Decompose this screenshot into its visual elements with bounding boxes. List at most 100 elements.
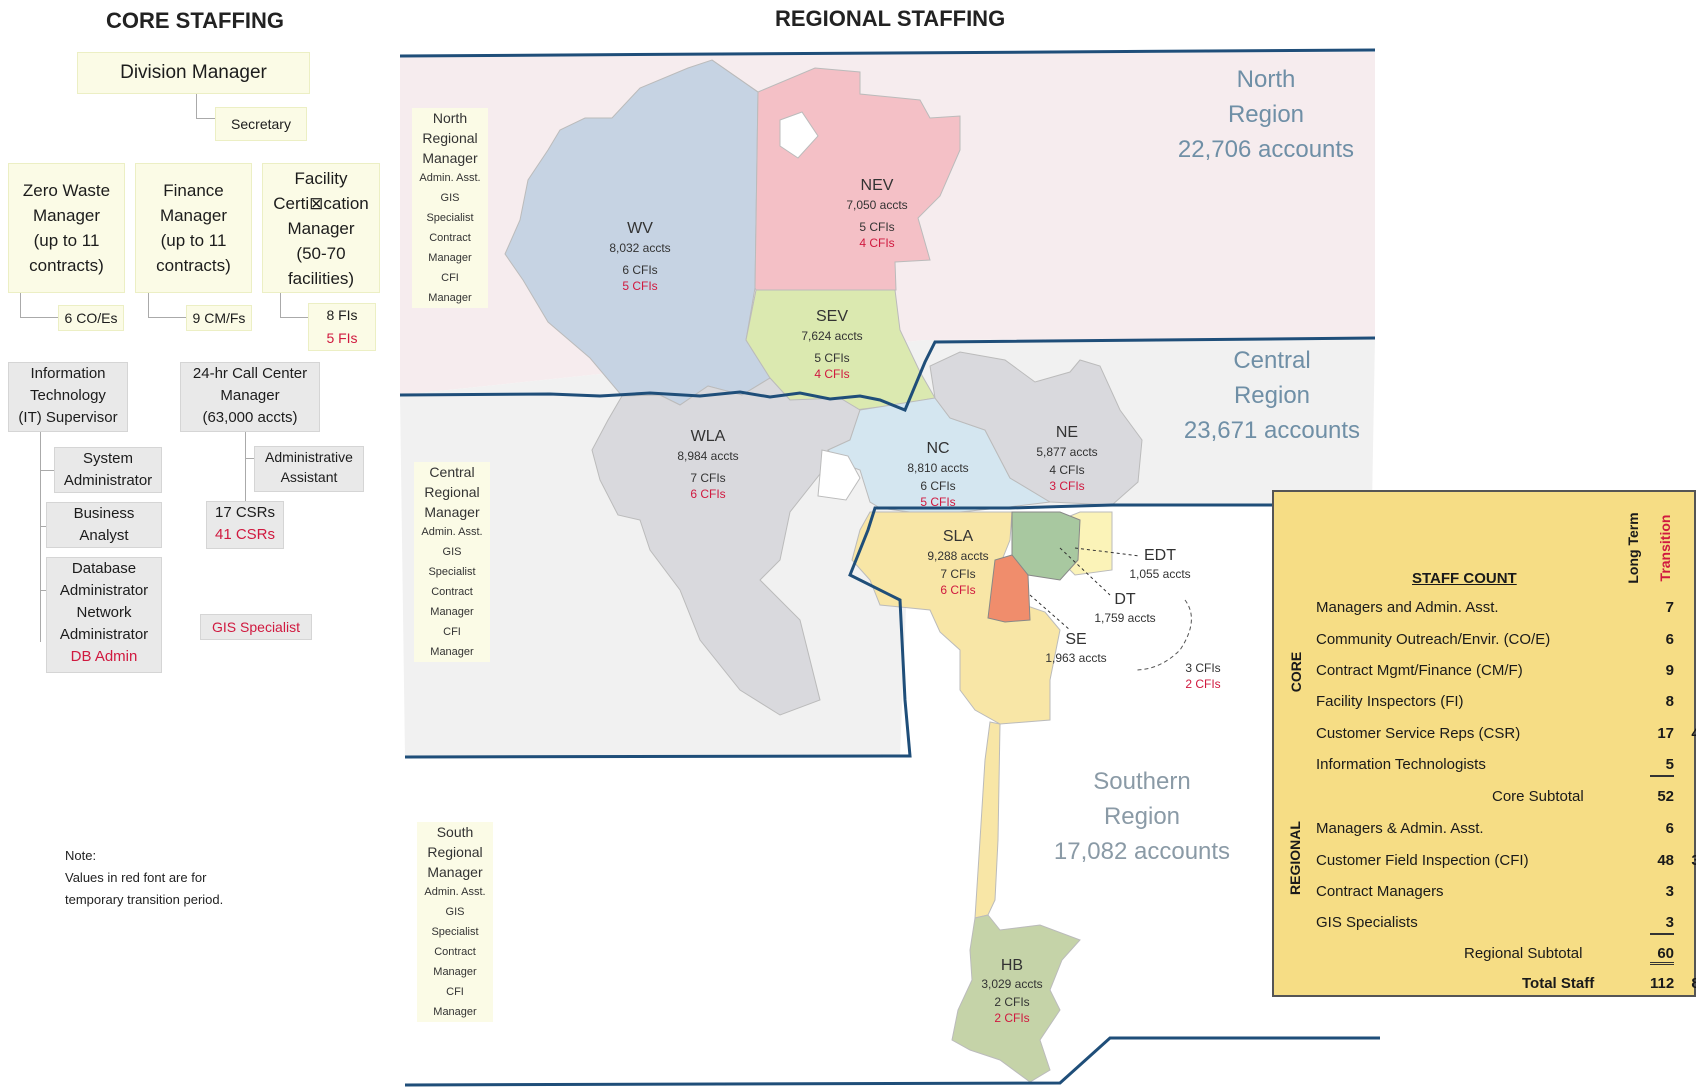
district-cfi-transition: 2 CFIs bbox=[994, 1011, 1030, 1025]
connector bbox=[148, 317, 188, 318]
core-staffing-heading: CORE STAFFING bbox=[106, 8, 285, 33]
transition-value: 1 bbox=[1678, 756, 1696, 773]
district-cfi-transition: 4 CFIs bbox=[859, 236, 895, 250]
staff-line: Central bbox=[429, 464, 475, 480]
staff-line: Manager bbox=[430, 606, 474, 618]
connector bbox=[280, 293, 281, 317]
row-label: Customer Service Reps (CSR) bbox=[1316, 725, 1521, 742]
nev-label: NEV 7,050 accts 5 CFIs 4 CFIs bbox=[827, 175, 927, 251]
core-section-label: CORE bbox=[1288, 651, 1305, 693]
se-pointer bbox=[1029, 594, 1071, 631]
fis-transition-count: 5 FIs bbox=[326, 330, 358, 346]
administrative-assistant-box: Administrative Assistant bbox=[254, 446, 364, 492]
south-regional-staff: South Regional Manager Admin. Asst. GIS … bbox=[417, 822, 493, 1022]
hb-label: HB 3,029 accts 2 CFIs 2 CFIs bbox=[962, 956, 1062, 1026]
facility-line: Certi⊠cation bbox=[273, 194, 369, 213]
table-row: Managers and Admin. Asst.7 bbox=[1316, 599, 1696, 627]
wla-district bbox=[591, 377, 861, 716]
table-row: Customer Field Inspection (CFI)4837 bbox=[1316, 852, 1696, 880]
staff-line: North bbox=[432, 110, 468, 126]
connector bbox=[196, 118, 216, 119]
district-accts: 7,624 accts bbox=[801, 329, 863, 343]
finance-line: contracts) bbox=[156, 256, 231, 275]
south-region-name: Region bbox=[1103, 803, 1181, 830]
long-term-value: 3 bbox=[1665, 883, 1674, 900]
district-cfi: 3 CFIs bbox=[1185, 661, 1221, 675]
table-row: GIS Specialists31 bbox=[1316, 914, 1696, 942]
district-cfi: 5 CFIs bbox=[814, 351, 850, 365]
staff-line: Manager bbox=[428, 292, 472, 304]
ne-district bbox=[929, 351, 1143, 506]
connector bbox=[196, 94, 197, 118]
north-central-boundary bbox=[399, 336, 1376, 412]
staff-line: Contract bbox=[431, 586, 473, 598]
transition-value: 5 bbox=[1678, 693, 1696, 710]
connector bbox=[40, 432, 41, 642]
downtown-cfi-label: 3 CFIs 2 CFIs bbox=[1178, 660, 1228, 692]
connector bbox=[40, 470, 54, 471]
staff-line: Specialist bbox=[428, 566, 476, 578]
district-accts: 8,810 accts bbox=[907, 461, 969, 475]
db-admin-transition: DB Admin bbox=[70, 648, 138, 665]
csr-transition-count: 41 CSRs bbox=[214, 526, 276, 543]
central-region-accounts: 23,671 accounts bbox=[1183, 417, 1361, 444]
district-name: WV bbox=[627, 220, 653, 237]
connector bbox=[245, 432, 246, 502]
district-accts: 8,032 accts bbox=[609, 241, 671, 255]
facility-certification-manager-box: Facility Certi⊠cation Manager (50-70 fac… bbox=[262, 163, 380, 293]
se-district bbox=[987, 554, 1031, 623]
long-term-value: 52 bbox=[1657, 788, 1674, 805]
note: Note: Values in red font are for tempora… bbox=[65, 845, 223, 911]
staff-line: Admin. Asst. bbox=[421, 526, 483, 538]
south-region-accounts: 17,082 accounts bbox=[1053, 838, 1231, 865]
fis-box: 8 FIs 5 FIs bbox=[308, 303, 376, 351]
transition-value: 37 bbox=[1691, 852, 1696, 869]
business-analyst-box: Business Analyst bbox=[46, 502, 162, 548]
district-name: NE bbox=[1055, 424, 1079, 441]
north-regional-staff: North Regional Manager Admin. Asst. GIS … bbox=[412, 108, 488, 308]
long-term-value: 8 bbox=[1665, 693, 1674, 710]
note-title: Note: bbox=[65, 848, 97, 863]
secretary-box: Secretary bbox=[215, 107, 307, 141]
south-region-name: Southern bbox=[1093, 768, 1191, 795]
cm-fs-box: 9 CM/Fs bbox=[186, 305, 252, 331]
district-cfi-transition: 3 CFIs bbox=[1049, 479, 1085, 493]
zero-waste-line: Manager bbox=[32, 206, 101, 225]
north-region-accounts: 22,706 accounts bbox=[1177, 136, 1355, 163]
table-row: Contract Managers 3 bbox=[1316, 883, 1696, 911]
table-row: Customer Service Reps (CSR)1741 bbox=[1316, 725, 1696, 753]
table-row: Managers & Admin. Asst.6 bbox=[1316, 820, 1696, 848]
staff-line: Contract bbox=[429, 232, 471, 244]
connector bbox=[20, 317, 60, 318]
row-label: Managers & Admin. Asst. bbox=[1316, 820, 1484, 837]
regional-section-label: REGIONAL bbox=[1286, 821, 1303, 895]
district-cfi: 6 CFIs bbox=[622, 263, 658, 277]
dba-line: Administrator bbox=[59, 626, 149, 643]
district-accts: 1,963 accts bbox=[1045, 651, 1107, 665]
row-label: Contract Managers bbox=[1316, 883, 1444, 900]
row-label: Managers and Admin. Asst. bbox=[1316, 599, 1499, 616]
it-supervisor-box: Information Technology (IT) Supervisor bbox=[8, 362, 128, 432]
hb-district bbox=[951, 914, 1081, 1083]
staff-line: Regional bbox=[424, 484, 480, 500]
nev-hole bbox=[779, 111, 819, 159]
staff-line: Regional bbox=[422, 130, 478, 146]
row-label: GIS Specialists bbox=[1316, 914, 1418, 931]
it-line: Technology bbox=[30, 387, 106, 404]
district-accts: 8,984 accts bbox=[677, 449, 739, 463]
long-term-value: 3 bbox=[1650, 914, 1674, 935]
central-region-name: Central bbox=[1233, 347, 1311, 374]
sysadmin-line: Administrator bbox=[63, 472, 153, 489]
district-cfi-transition: 2 CFIs bbox=[1185, 677, 1221, 691]
sysadmin-line: System bbox=[82, 450, 133, 467]
co-es-box: 6 CO/Es bbox=[58, 305, 124, 331]
row-label: Community Outreach/Envir. (CO/E) bbox=[1316, 631, 1551, 648]
long-term-value: 6 bbox=[1665, 631, 1674, 648]
row-label: Customer Field Inspection (CFI) bbox=[1316, 852, 1529, 869]
district-name: EDT bbox=[1144, 547, 1176, 564]
staff-line: Specialist bbox=[431, 926, 479, 938]
staff-line: Manager bbox=[428, 252, 472, 264]
southern-region-label: Southern Region 17,082 accounts bbox=[1042, 764, 1242, 869]
dt-label: DT 1,759 accts bbox=[1085, 590, 1165, 626]
